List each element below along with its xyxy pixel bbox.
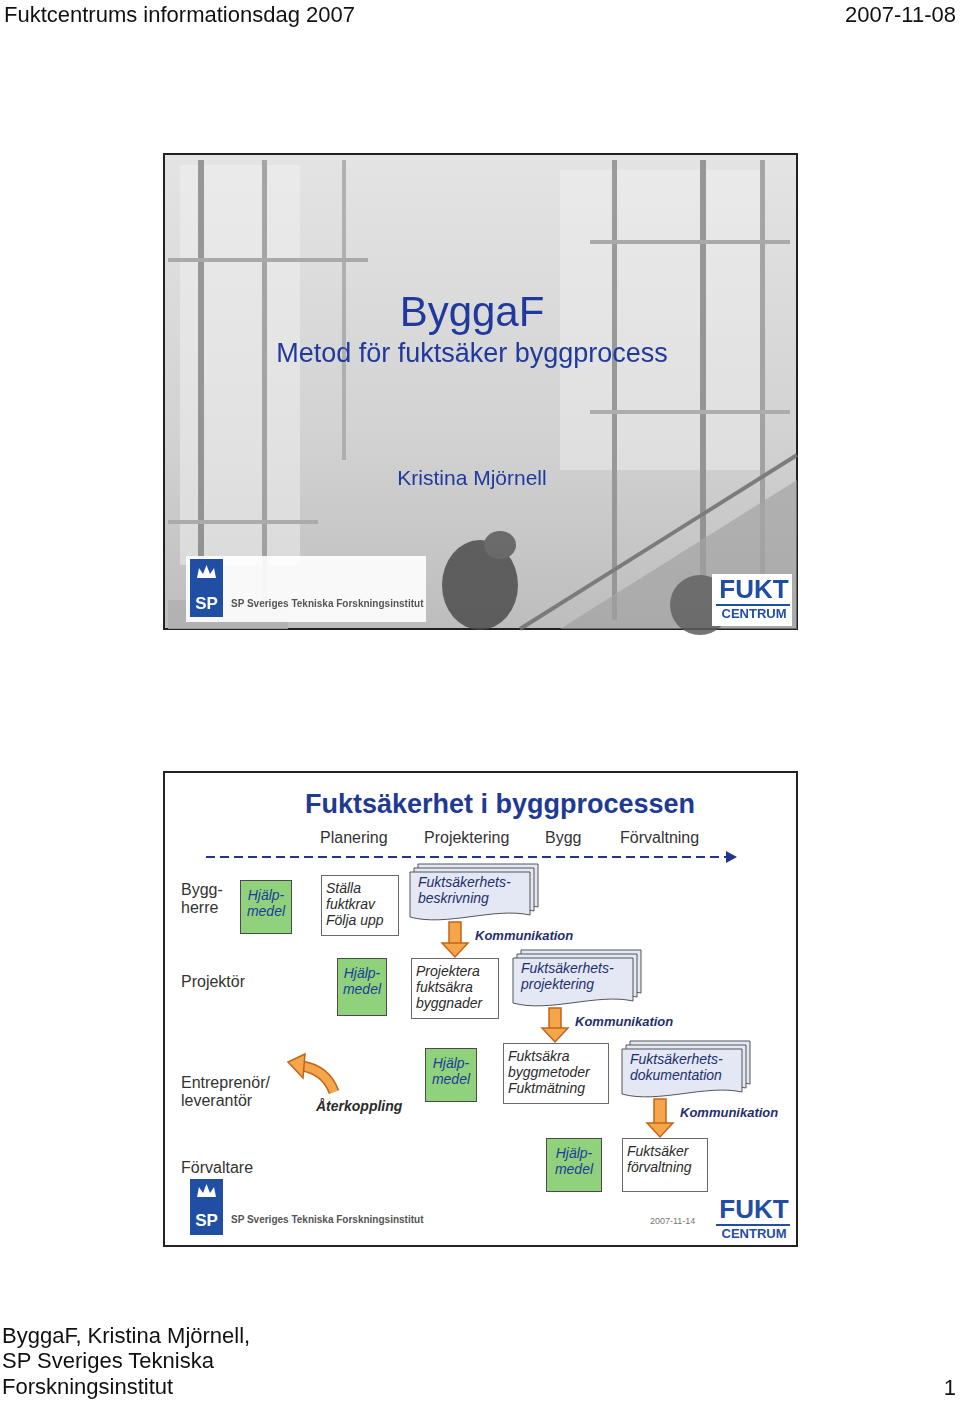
crown-symbol [197,565,216,578]
communication-arrow [647,1099,673,1137]
box-text: Hjälp- medel [244,887,288,919]
edge-label: Kommunikation [678,1105,780,1121]
sp-logo [190,1179,223,1235]
feedback-label: Återkoppling [316,1098,416,1114]
logo-ground [712,574,792,626]
activity-box: Fuktsäker förvaltning [622,1138,708,1192]
feedback-arrow [302,1066,334,1092]
activity-box: Fuktsäkra byggmetoderFuktmätning [503,1043,609,1104]
document-page [622,1049,742,1097]
box-text: Fuktsäkerhets- projektering [521,960,629,992]
presentation-subtitle: Metod för fuktsäker byggprocess [140,338,804,369]
communication-arrow [442,922,468,957]
arrowhead [542,1028,568,1042]
phase-label: Projektering [424,829,524,847]
slide-frame [164,154,797,629]
slide-frame [164,772,797,1246]
box-text: Fuktsäker förvaltning [627,1143,703,1175]
box-text: Ställa fuktkrav Följa upp [326,880,394,928]
logo-text: SP [190,1211,223,1231]
slide-date: 2007-11-14 [650,1216,710,1226]
presentation-title: ByggaF [160,288,784,336]
box-text: Hjälp- medel [341,965,383,997]
role-label: Förvaltare [181,1159,281,1177]
arrow-shaft [449,922,461,944]
page-header: Fuktcentrums informationsdag 2007 [4,2,504,27]
activity-box: Ställa fuktkrav Följa upp [321,875,399,936]
arrowhead [647,1123,673,1137]
box-text: Fuktmätning [508,1080,604,1096]
construction-photo [168,160,797,635]
institute-name: SP Sveriges Tekniska Forskningsinstitut [231,1214,431,1226]
arrowhead [442,943,468,957]
role-label: Bygg- herre [181,881,227,918]
arrow-shaft [654,1099,666,1124]
document-page [513,958,633,1006]
logo-text: CENTRUM [716,1227,792,1242]
tool-box: Hjälp- medel [546,1138,602,1192]
box-text: Fuktsäkerhets- beskrivning [418,874,526,906]
institute-name: SP Sveriges Tekniska Forskningsinstitut [231,598,431,610]
phase-label: Förvaltning [620,829,720,847]
arrowhead [726,851,737,863]
page-date: 2007-11-08 [800,2,956,27]
role-label: Entreprenör/ leverantör [181,1074,285,1111]
activity-box: Projektera fuktsäkra byggnader [411,958,499,1019]
logo-text: SP [190,594,223,614]
document-stack: Fuktsäkerhets- projektering [513,950,641,1007]
logo-text: FUKT [716,575,792,605]
page-number: 1 [900,1375,956,1400]
arrow-shaft [549,1008,561,1029]
box-text: Hjälp- medel [550,1145,598,1177]
document-stack: Fuktsäkerhets- beskrivning [410,864,538,921]
phase-label: Bygg [545,829,605,847]
phase-label: Planering [320,829,410,847]
logo-text: CENTRUM [716,607,792,622]
slide-title: Fuktsäkerhet i byggprocessen [220,789,780,820]
document-stack: Fuktsäkerhets- dokumentation [622,1041,750,1098]
box-text: Projektera fuktsäkra byggnader [416,963,494,1011]
communication-arrow [542,1008,568,1042]
edge-label: Kommunikation [473,928,575,944]
sp-logo [190,559,223,617]
box-text: Fuktsäkerhets- dokumentation [630,1051,738,1083]
box-text: Hjälp- medel [429,1055,473,1087]
box-text: Fuktsäkra byggmetoder [508,1048,604,1080]
logo-text: FUKT [716,1195,792,1225]
crown-symbol [197,1184,216,1197]
tool-box: Hjälp- medel [240,880,292,934]
edge-label: Kommunikation [573,1014,675,1030]
tool-box: Hjälp- medel [337,958,387,1016]
arrowhead [288,1054,305,1078]
author-name: Kristina Mjörnell [300,466,644,490]
tool-box: Hjälp- medel [425,1048,477,1102]
document-page [410,872,530,920]
timeline-arrow [206,856,726,858]
role-label: Projektör [181,973,281,991]
page-footer: ByggaF, Kristina Mjörnell, SP Sveriges T… [2,1323,284,1399]
feedback-arrow-outline [302,1066,334,1092]
